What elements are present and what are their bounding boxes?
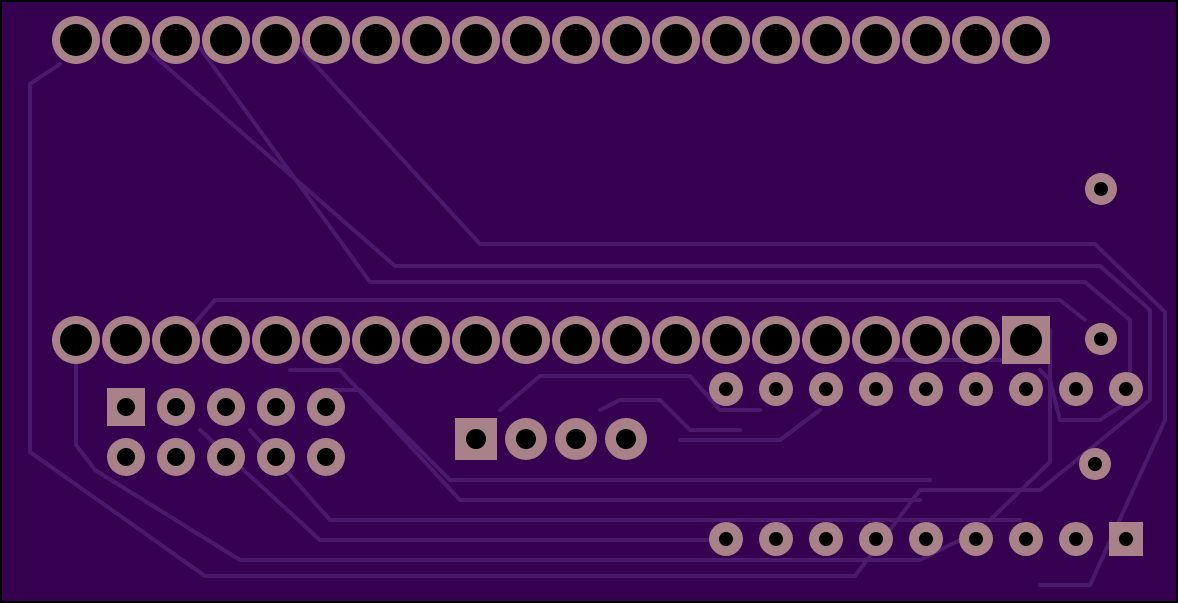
connector-2x5-pad xyxy=(207,388,245,426)
ic-row-top-9pin-pad xyxy=(859,372,893,406)
header-top-20pin-pad xyxy=(752,16,800,64)
ic-row-bottom-9pin-pad xyxy=(859,522,893,556)
connector-1x4-pad xyxy=(555,418,597,460)
single-vias-pad xyxy=(1079,448,1111,480)
connector-2x5-pad xyxy=(207,438,245,476)
header-top-20pin-pad xyxy=(402,16,450,64)
header-top-20pin-pad xyxy=(502,16,550,64)
header-top-20pin-pad xyxy=(802,16,850,64)
header-top-20pin-pad xyxy=(102,16,150,64)
header-top-20pin-pad xyxy=(352,16,400,64)
connector-2x5-pad xyxy=(307,438,345,476)
header-top-20pin-pad xyxy=(302,16,350,64)
ic-row-bottom-9pin-pad xyxy=(759,522,793,556)
header-mid-20pin-pad xyxy=(702,316,750,364)
ic-row-top-9pin-pad xyxy=(709,372,743,406)
ic-row-top-9pin-pad xyxy=(1059,372,1093,406)
header-top-20pin-pad xyxy=(952,16,1000,64)
header-top-20pin-pad xyxy=(652,16,700,64)
header-mid-20pin-pad xyxy=(1002,316,1050,364)
trace xyxy=(988,328,1052,522)
connector-2x5-pad xyxy=(307,388,345,426)
header-mid-20pin-pad xyxy=(652,316,700,364)
header-top-20pin-pad xyxy=(252,16,300,64)
ic-row-bottom-9pin-pad xyxy=(1009,522,1043,556)
header-top-20pin-pad xyxy=(52,16,100,64)
header-mid-20pin-pad xyxy=(502,316,550,364)
connector-2x5-pad xyxy=(257,438,295,476)
trace xyxy=(678,408,822,442)
ic-row-bottom-9pin-pad xyxy=(1059,522,1093,556)
trace xyxy=(74,358,962,562)
header-top-20pin-pad xyxy=(902,16,950,64)
header-top-20pin-pad xyxy=(1002,16,1050,64)
header-top-20pin-pad xyxy=(552,16,600,64)
trace xyxy=(28,46,1152,578)
trace xyxy=(328,388,932,482)
trace xyxy=(598,398,742,432)
header-mid-20pin-pad xyxy=(602,316,650,364)
header-mid-20pin-pad xyxy=(152,316,200,364)
ic-row-top-9pin-pad xyxy=(809,372,843,406)
header-mid-20pin-pad xyxy=(202,316,250,364)
header-top-20pin-pad xyxy=(702,16,750,64)
single-vias-pad xyxy=(1085,323,1117,355)
connector-2x5-pad xyxy=(107,388,145,426)
header-mid-20pin-pad xyxy=(552,316,600,364)
connector-1x4-pad xyxy=(505,418,547,460)
ic-row-top-9pin-pad xyxy=(759,372,793,406)
header-mid-20pin-pad xyxy=(252,316,300,364)
header-top-20pin-pad xyxy=(152,16,200,64)
trace xyxy=(298,46,1167,587)
ic-row-top-9pin-pad xyxy=(1109,372,1143,406)
header-mid-20pin-pad xyxy=(402,316,450,364)
header-top-20pin-pad xyxy=(852,16,900,64)
ic-row-bottom-9pin-pad xyxy=(1109,522,1143,556)
header-mid-20pin-pad xyxy=(902,316,950,364)
header-mid-20pin-pad xyxy=(852,316,900,364)
connector-2x5-pad xyxy=(107,438,145,476)
ic-row-top-9pin-pad xyxy=(1009,372,1043,406)
single-vias-pad xyxy=(1085,173,1117,205)
ic-row-bottom-9pin-pad xyxy=(709,522,743,556)
header-top-20pin-pad xyxy=(452,16,500,64)
trace xyxy=(178,298,1087,342)
header-mid-20pin-pad xyxy=(52,316,100,364)
connector-1x4-pad xyxy=(605,418,647,460)
ic-row-top-9pin-pad xyxy=(909,372,943,406)
connector-2x5-pad xyxy=(157,388,195,426)
trace xyxy=(288,368,922,502)
header-mid-20pin-pad xyxy=(802,316,850,364)
pads-layer xyxy=(52,16,1143,556)
header-mid-20pin-pad xyxy=(302,316,350,364)
trace xyxy=(498,374,762,412)
header-mid-20pin-pad xyxy=(102,316,150,364)
header-top-20pin-pad xyxy=(602,16,650,64)
connector-2x5-pad xyxy=(157,438,195,476)
header-mid-20pin-pad xyxy=(452,316,500,364)
ic-row-bottom-9pin-pad xyxy=(809,522,843,556)
connector-1x4-pad xyxy=(455,418,497,460)
header-mid-20pin-pad xyxy=(752,316,800,364)
ic-row-top-9pin-pad xyxy=(959,372,993,406)
connector-2x5-pad xyxy=(257,388,295,426)
header-mid-20pin-pad xyxy=(952,316,1000,364)
ic-row-bottom-9pin-pad xyxy=(959,522,993,556)
header-mid-20pin-pad xyxy=(352,316,400,364)
header-top-20pin-pad xyxy=(202,16,250,64)
ic-row-bottom-9pin-pad xyxy=(909,522,943,556)
